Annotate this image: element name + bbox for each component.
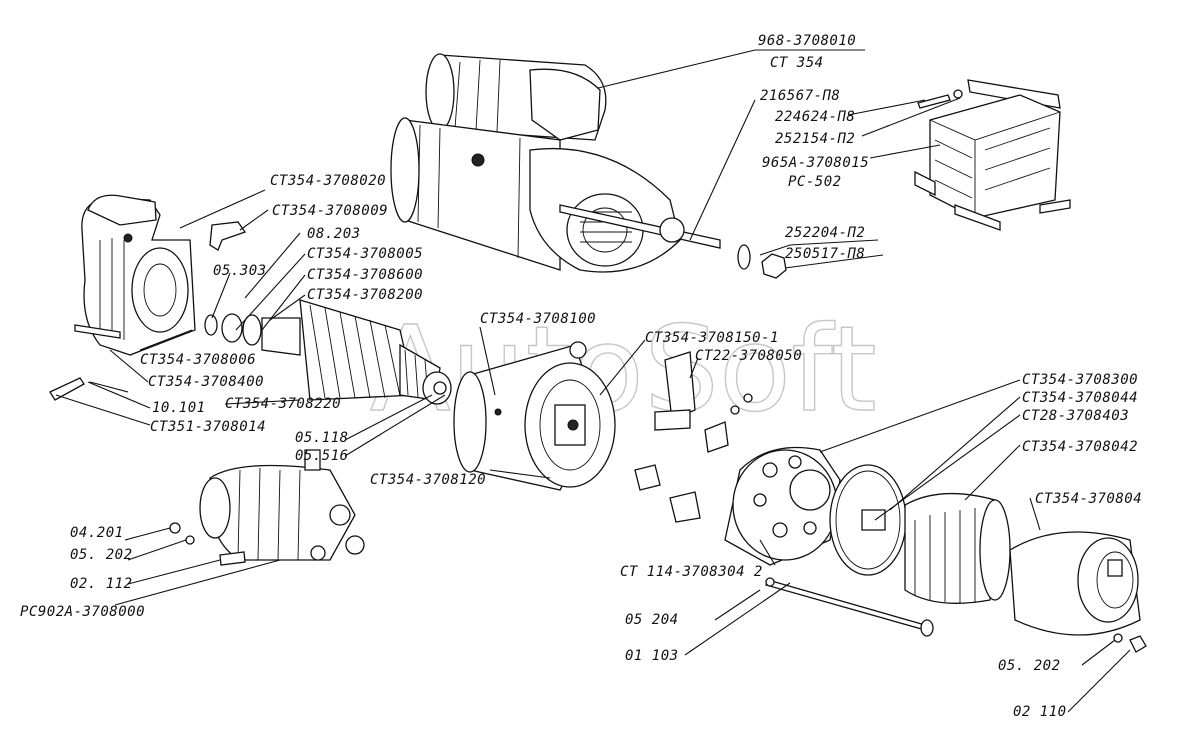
leader-lines xyxy=(55,49,1131,713)
part-labels: 968-3708010 СТ 354 216567-П8 224624-П8 2… xyxy=(20,33,1142,720)
label-st354-3708200: СТ354-3708200 xyxy=(307,287,423,303)
protective-cap-drawing xyxy=(1009,531,1141,636)
label-st22-3708050: СТ22-3708050 xyxy=(695,348,802,364)
label-252204: 252204-П2 xyxy=(785,225,865,241)
starter-assembly-drawing xyxy=(390,53,721,273)
stator-housing-drawing xyxy=(453,341,616,491)
label-st354: СТ 354 xyxy=(770,55,824,71)
label-224624: 224624-П8 xyxy=(775,109,855,125)
label-st351-3708014: СТ351-3708014 xyxy=(150,419,266,435)
label-05202-left: 05. 202 xyxy=(70,547,133,563)
label-01103: 01 103 xyxy=(625,648,679,664)
label-rc902a-3708000: РС902А-3708000 xyxy=(20,604,145,620)
label-05516: 05.516 xyxy=(295,448,349,464)
screw-02112-drawing xyxy=(219,551,246,566)
label-st354-3708005: СТ354-3708005 xyxy=(307,246,423,262)
label-05118: 05.118 xyxy=(295,430,349,446)
label-04201: 04.201 xyxy=(70,525,124,541)
label-968-3708010: 968-3708010 xyxy=(758,33,856,49)
label-02110: 02 110 xyxy=(1013,704,1067,720)
label-08203: 08.203 xyxy=(307,226,361,242)
clip-drawing xyxy=(209,221,247,251)
through-bolt-drawing xyxy=(765,579,926,631)
label-st354-3708400: СТ354-3708400 xyxy=(148,374,264,390)
label-st354-3708042: СТ354-3708042 xyxy=(1022,439,1138,455)
label-st114-3708304: СТ 114-3708304 2 xyxy=(620,564,763,580)
label-965a-3708015: 965А-3708015 xyxy=(762,155,869,171)
label-st354-3708300: СТ354-3708300 xyxy=(1022,372,1138,388)
brush-parts-drawing xyxy=(634,351,753,523)
washer-05202-drawing xyxy=(185,535,195,545)
armature-drawing xyxy=(204,299,452,405)
label-st354-3708006: СТ354-3708006 xyxy=(140,352,256,368)
label-st354-3708220: СТ354-3708220 xyxy=(225,396,341,412)
drive-housing-drawing xyxy=(74,194,196,356)
solenoid-rc902a-drawing xyxy=(199,449,365,561)
label-05204: 05 204 xyxy=(625,612,679,628)
nut-drawing xyxy=(761,253,787,279)
label-216567: 216567-П8 xyxy=(760,88,840,104)
label-252154: 252154-П2 xyxy=(775,131,855,147)
label-st354-3708120: СТ354-3708120 xyxy=(370,472,486,488)
label-05202-right: 05. 202 xyxy=(998,658,1061,674)
label-250517: 250517-П8 xyxy=(785,246,865,262)
label-st354-3708600: СТ354-3708600 xyxy=(307,267,423,283)
nut-04201-drawing xyxy=(169,522,181,534)
brush-plate-drawing xyxy=(724,446,841,566)
pin-drawing xyxy=(49,377,85,401)
label-rc502: РС-502 xyxy=(788,174,842,190)
label-10101: 10.101 xyxy=(152,400,206,416)
label-st354-370804: СТ354-370804 xyxy=(1035,491,1142,507)
label-st354-3708044: СТ354-3708044 xyxy=(1022,390,1138,406)
label-02112: 02. 112 xyxy=(70,576,133,592)
label-st354-3708150-1: СТ354-3708150-1 xyxy=(645,330,779,346)
watermark: AutoSoft xyxy=(370,300,877,438)
label-st28-3708403: СТ28-3708403 xyxy=(1022,408,1129,424)
label-05303: 05.303 xyxy=(213,263,267,279)
relay-pc502-drawing xyxy=(914,79,1071,231)
label-st354-3708100: СТ354-3708100 xyxy=(480,311,596,327)
label-st354-3708020: СТ354-3708020 xyxy=(270,173,386,189)
washer-drawing xyxy=(737,244,751,270)
band-cover-drawing xyxy=(904,492,1011,604)
label-st354-3708009: СТ354-3708009 xyxy=(272,203,388,219)
